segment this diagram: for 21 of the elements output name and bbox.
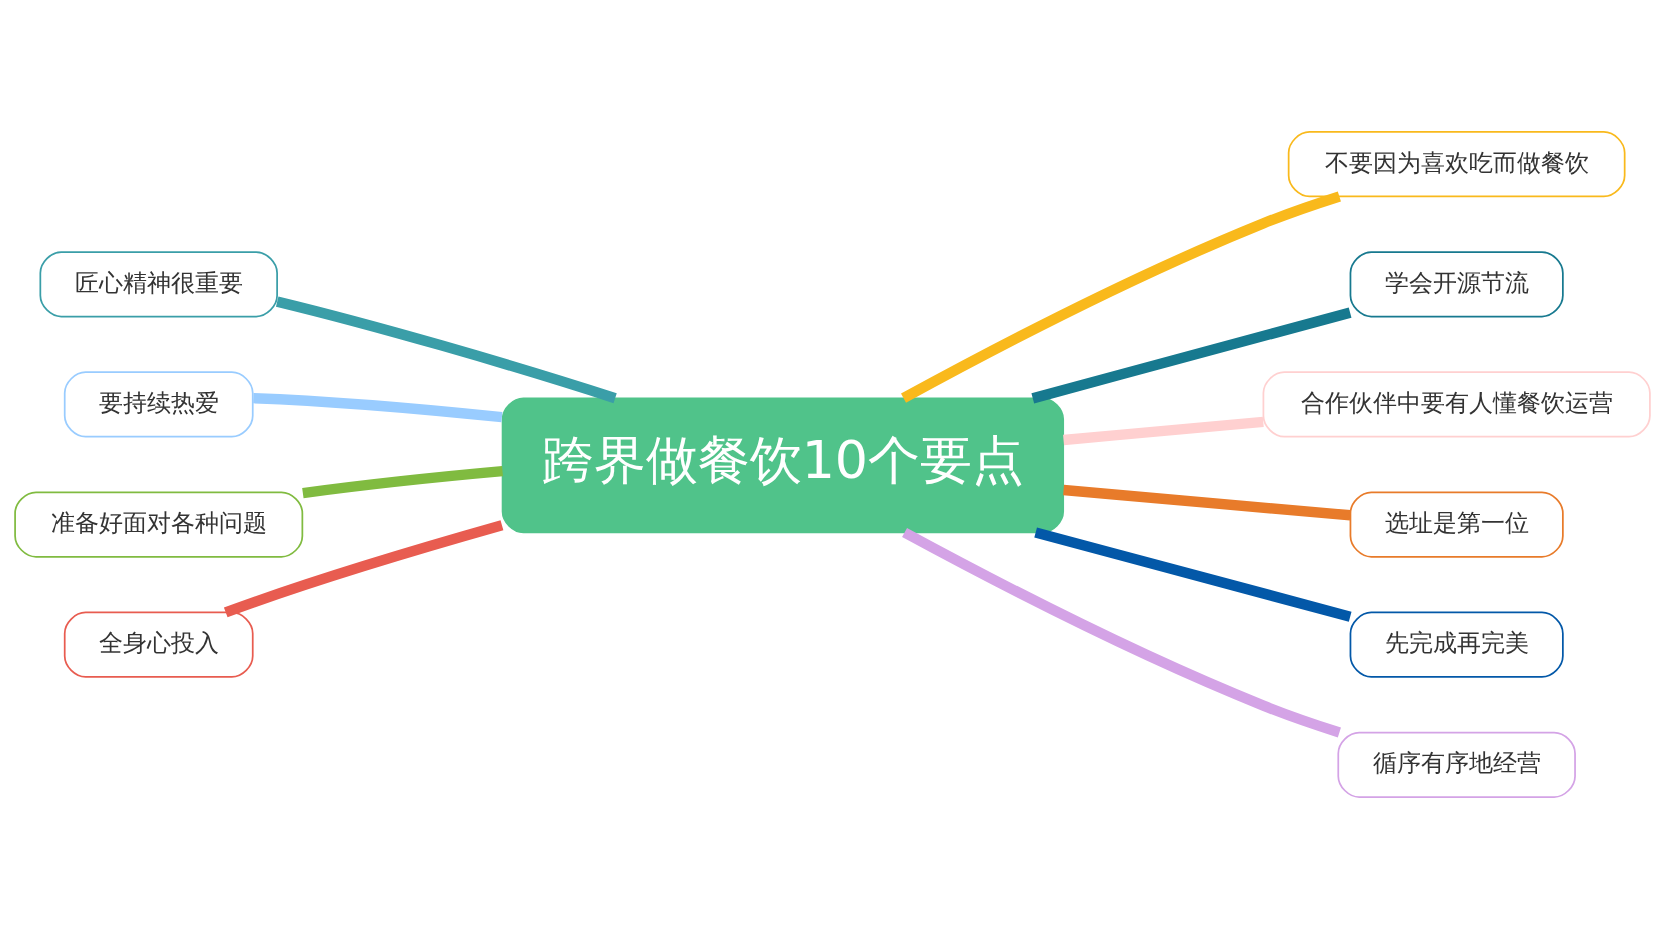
connector [902,527,1341,737]
node-box: 不要因为喜欢吃而做餐饮 [1287,130,1626,197]
connector [253,392,503,422]
node-box: 学会开源节流 [1349,250,1564,317]
node-box: 先完成再完美 [1349,611,1564,678]
connector [1063,416,1264,445]
node-box: 选址是第一位 [1349,491,1564,558]
node-box: 合作伙伴中要有人懂餐饮运营 [1262,370,1651,437]
node-box: 准备好面对各种问题 [14,491,304,558]
node-box: 全身心投入 [63,611,254,678]
connector [302,465,503,498]
connector [1063,484,1351,521]
node-box: 跨界做餐饮10个要点 [501,396,1065,533]
connector [275,296,617,403]
connector [1031,307,1352,403]
node-box: 匠心精神很重要 [39,250,278,317]
node-box: 循序有序地经营 [1337,731,1576,798]
node-box: 要持续热爱 [63,370,254,437]
connector [223,519,504,617]
connector [901,190,1341,403]
connector [1034,526,1352,622]
